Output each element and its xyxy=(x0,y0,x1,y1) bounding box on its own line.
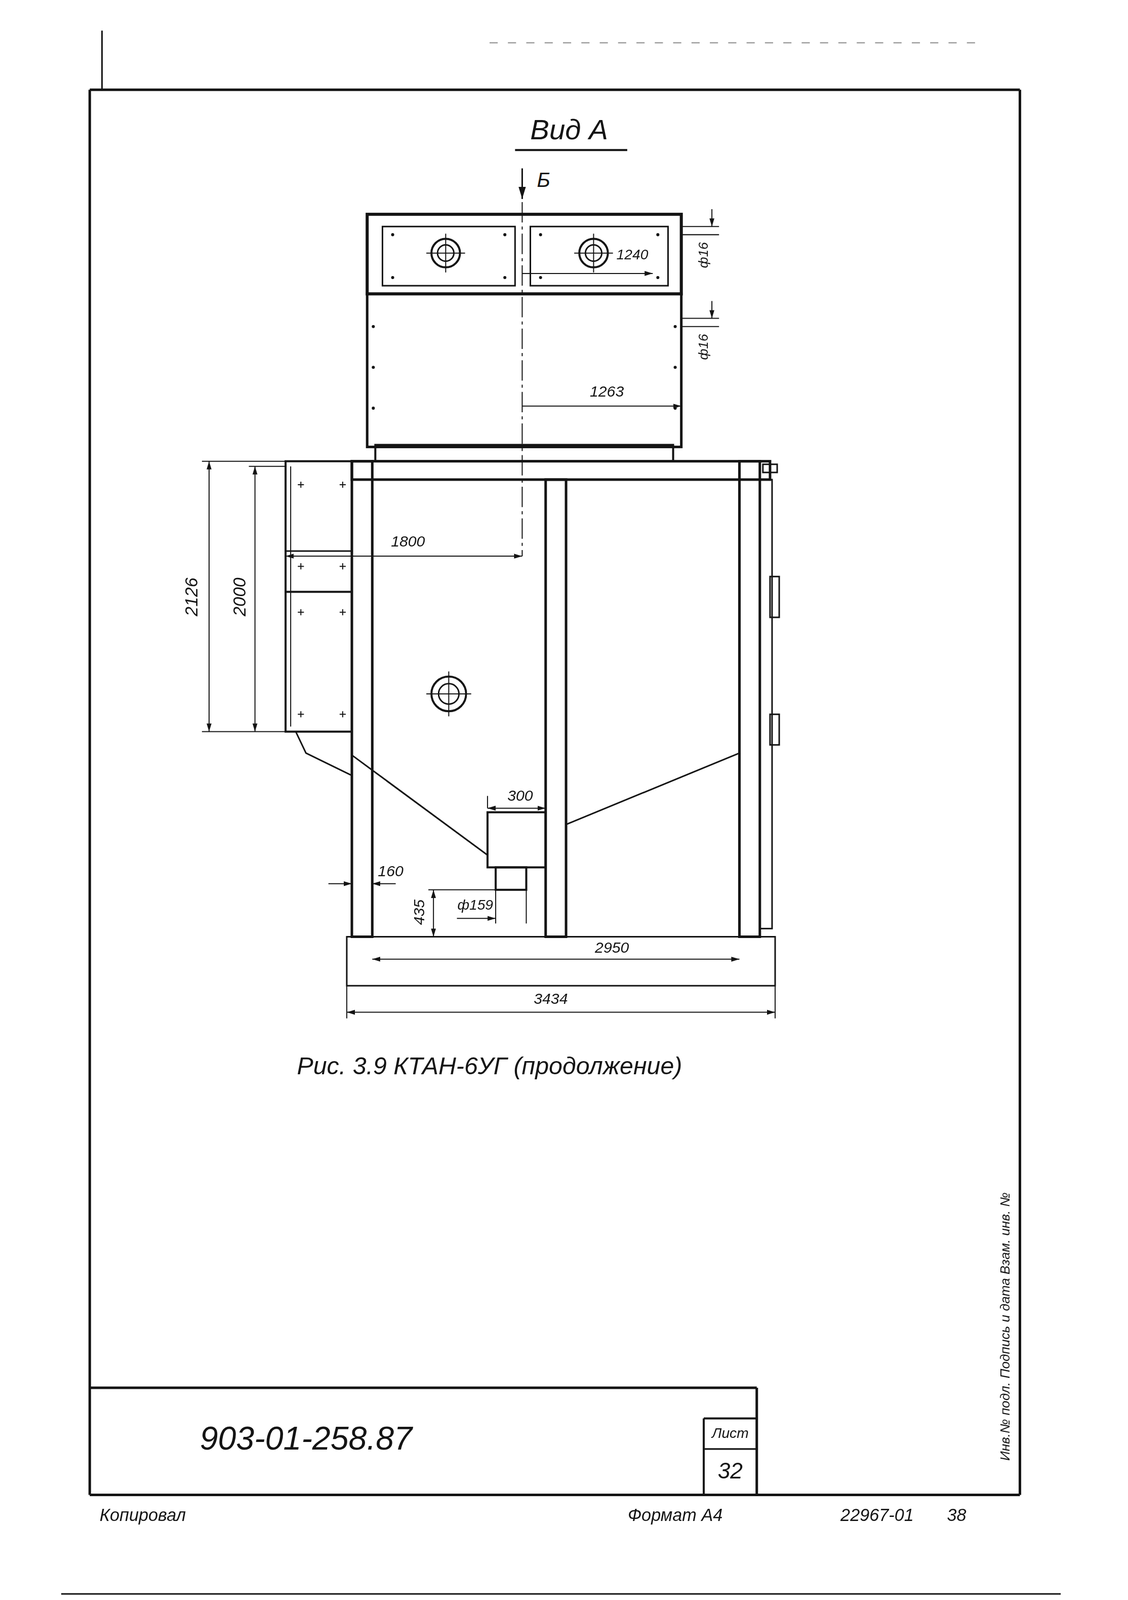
sheet-label: Лист xyxy=(709,1425,751,1441)
dimension-label: 1263 xyxy=(587,383,626,400)
dimension-label: 160 xyxy=(375,862,406,880)
dimension-label: ф159 xyxy=(455,897,496,913)
dimension-label: 2950 xyxy=(592,939,631,956)
dimension-label: 435 xyxy=(410,897,428,927)
dimension-label: 3434 xyxy=(531,990,570,1007)
page-number: 38 xyxy=(945,1506,969,1526)
dimension-label: 2126 xyxy=(183,575,203,618)
sheet-number: 32 xyxy=(715,1458,745,1484)
dimension-label: ф16 xyxy=(696,331,712,362)
copied-by: Копировал xyxy=(97,1506,188,1526)
side-stamp: Инв.№ подл. Подпись и дата Взам. инв. № xyxy=(998,1189,1014,1463)
archive-number: 22967-01 xyxy=(838,1506,916,1526)
section-mark: Б xyxy=(535,168,553,191)
drawing-number: 903-01-258.87 xyxy=(197,1420,415,1457)
dimension-label: 1240 xyxy=(614,247,651,263)
format-label: Формат А4 xyxy=(625,1506,725,1526)
dimension-label: ф16 xyxy=(696,239,712,270)
dimension-label: 300 xyxy=(505,787,535,804)
view-title: Вид А xyxy=(528,114,611,147)
dimension-label: 2000 xyxy=(231,575,251,618)
figure-caption: Рис. 3.9 КТАН-6УГ (продолжение) xyxy=(294,1052,684,1080)
dimension-label: 1800 xyxy=(388,533,427,550)
